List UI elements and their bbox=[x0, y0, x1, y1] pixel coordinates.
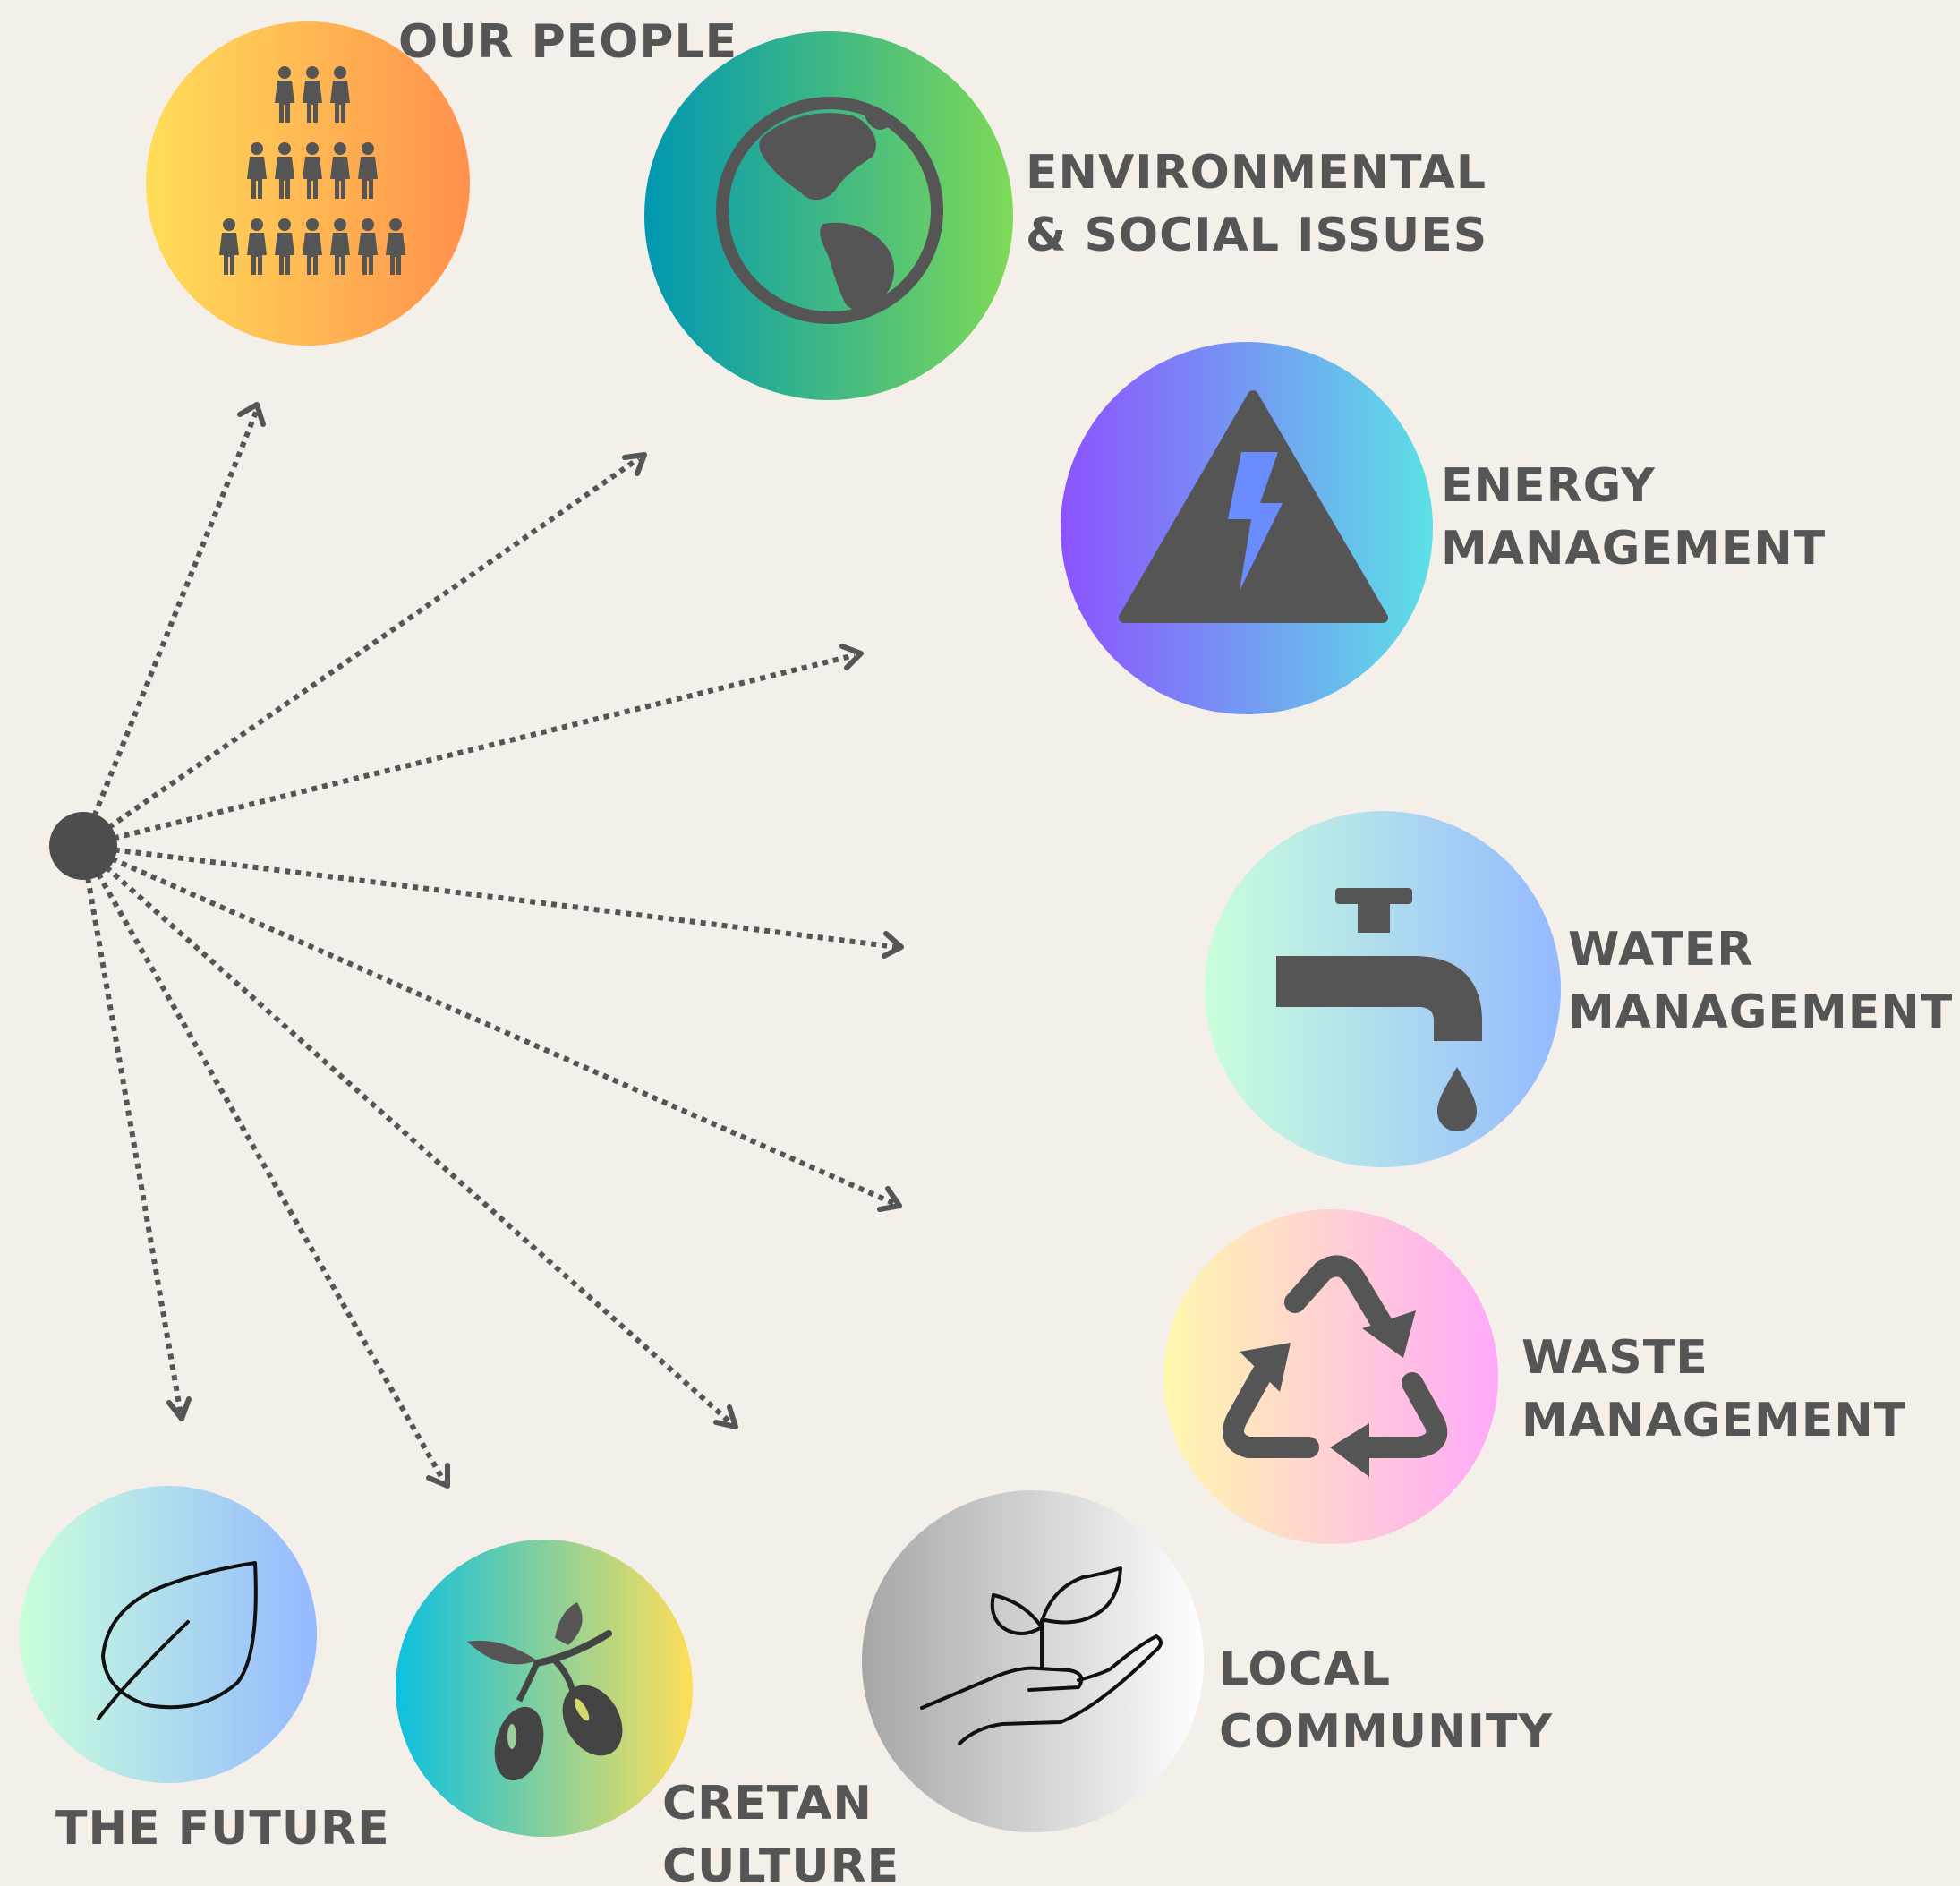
local-community-circle bbox=[862, 1490, 1204, 1832]
recycle-icon bbox=[1223, 1255, 1448, 1477]
topic-energy: ENERGY MANAGEMENT bbox=[1061, 342, 1826, 714]
connector-energy bbox=[81, 644, 864, 849]
topic-local-community: LOCAL COMMUNITY bbox=[862, 1490, 1553, 1832]
globe-icon bbox=[716, 97, 943, 324]
connector-our-people bbox=[80, 402, 266, 848]
leaf-icon bbox=[97, 1561, 258, 1720]
the-future-circle bbox=[20, 1486, 317, 1783]
high-voltage-icon bbox=[1119, 390, 1388, 623]
topic-the-future: THE FUTURE bbox=[20, 1486, 390, 1856]
connector-the-future bbox=[80, 845, 192, 1421]
connector-cretan-culture bbox=[81, 843, 738, 1429]
topic-label-our-people: OUR PEOPLE bbox=[398, 15, 737, 69]
topic-label-water: WATER MANAGEMENT bbox=[1568, 923, 1953, 1039]
topic-our-people: OUR PEOPLE bbox=[146, 15, 737, 346]
connector-environmental bbox=[81, 452, 647, 849]
olive-branch-icon bbox=[467, 1602, 623, 1781]
topic-label-local-community: LOCAL COMMUNITY bbox=[1219, 1643, 1553, 1759]
topic-label-the-future: THE FUTURE bbox=[55, 1802, 390, 1856]
connectors bbox=[80, 402, 904, 1489]
topic-label-cretan-culture: CRETAN CULTURE bbox=[662, 1777, 899, 1886]
connector-waste bbox=[81, 843, 902, 1212]
topic-waste: WASTE MANAGEMENT bbox=[1163, 1209, 1906, 1544]
topic-environmental: ENVIRONMENTAL & SOCIAL ISSUES bbox=[644, 31, 1504, 400]
waste-circle bbox=[1163, 1209, 1498, 1544]
connector-local-community bbox=[80, 844, 450, 1489]
hub-node bbox=[49, 812, 117, 880]
hand-sprout-icon bbox=[920, 1566, 1163, 1745]
connector-water bbox=[81, 843, 904, 959]
topic-water: WATER MANAGEMENT bbox=[1205, 811, 1953, 1167]
cretan-culture-circle bbox=[396, 1540, 693, 1837]
topic-label-environmental: ENVIRONMENTAL & SOCIAL ISSUES bbox=[1026, 146, 1504, 262]
water-tap-icon bbox=[1276, 888, 1482, 1131]
environmental-circle bbox=[644, 31, 1013, 400]
topic-label-energy: ENERGY MANAGEMENT bbox=[1441, 459, 1826, 576]
topic-cretan-culture: CRETAN CULTURE bbox=[396, 1540, 899, 1886]
topic-label-waste: WASTE MANAGEMENT bbox=[1521, 1331, 1906, 1447]
